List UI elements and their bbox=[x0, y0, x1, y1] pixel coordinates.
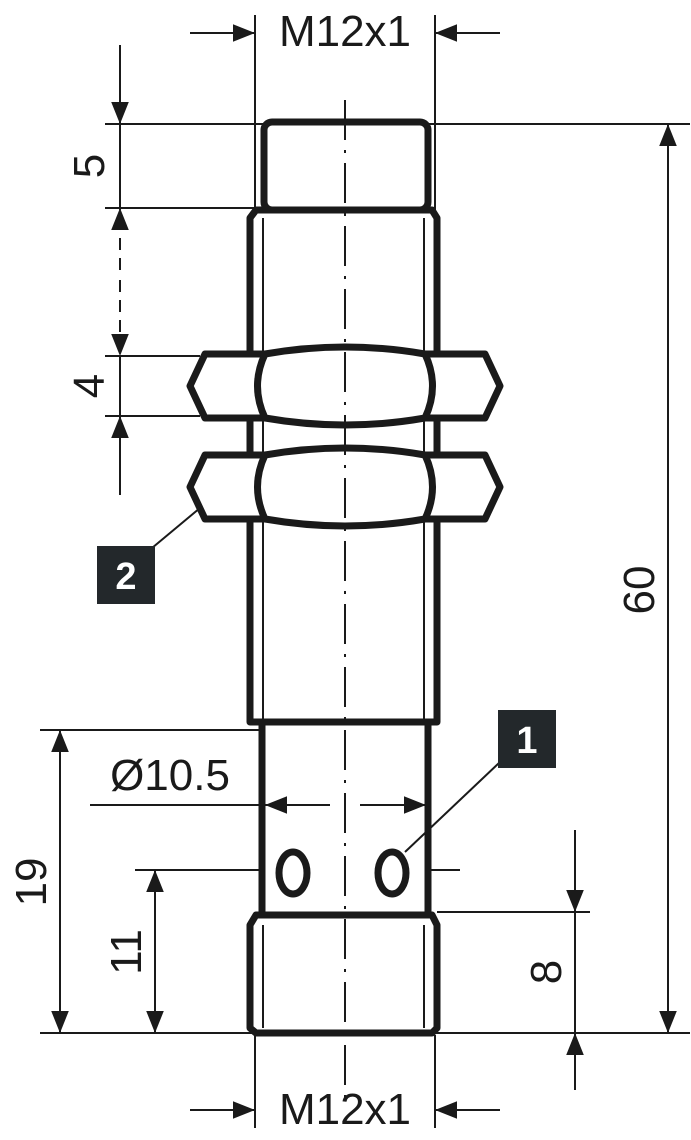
cap-length-label: 5 bbox=[65, 154, 114, 178]
dimension-lines bbox=[51, 24, 677, 1119]
diameter-label: Ø10.5 bbox=[110, 751, 230, 800]
callout-badge-1: 1 bbox=[498, 710, 556, 768]
svg-text:1: 1 bbox=[516, 720, 537, 762]
sensor-body bbox=[246, 118, 441, 1037]
lower-length-label: 19 bbox=[7, 858, 56, 907]
total-length-label: 60 bbox=[615, 566, 664, 615]
nut-thickness-label: 4 bbox=[65, 374, 114, 398]
thread-bottom-label: M12x1 bbox=[279, 1085, 411, 1134]
bottom-thread-label: 8 bbox=[522, 960, 571, 984]
svg-text:2: 2 bbox=[115, 556, 136, 598]
thread-top-label: M12x1 bbox=[279, 7, 411, 56]
led-holes bbox=[275, 848, 410, 898]
callout-badge-2: 2 bbox=[97, 546, 155, 604]
hole-height-label: 11 bbox=[102, 929, 151, 975]
